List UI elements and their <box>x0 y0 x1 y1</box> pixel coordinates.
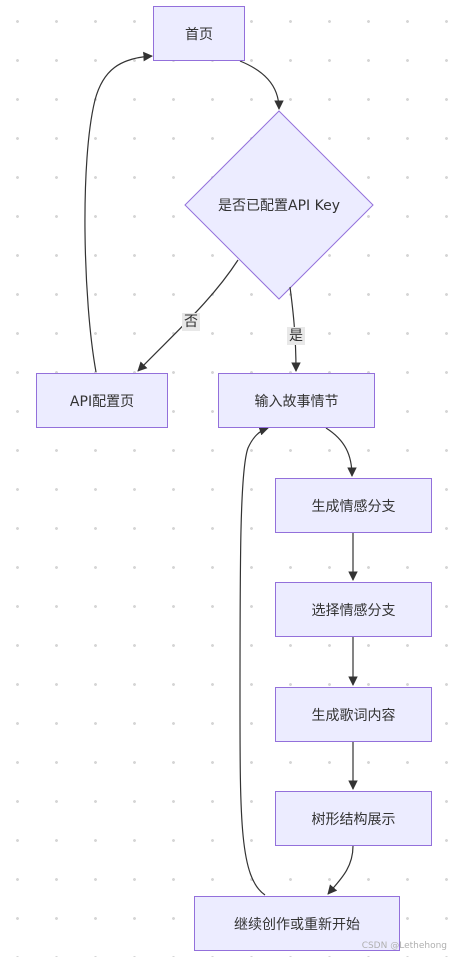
node-select-branch: 选择情感分支 <box>275 582 432 637</box>
decision-label: 是否已配置API Key <box>218 198 340 214</box>
node-home: 首页 <box>153 6 245 61</box>
edge-home-to-decision <box>239 60 284 110</box>
watermark: CSDN @Lethehong <box>361 941 447 951</box>
node-generate-branch: 生成情感分支 <box>275 478 432 533</box>
edge-decision-to-input <box>289 286 301 372</box>
node-input-story: 输入故事情节 <box>218 373 375 428</box>
node-api-config: API配置页 <box>36 373 168 428</box>
edge-tree-to-continue <box>327 845 354 895</box>
decision-diamond <box>184 110 374 300</box>
node-tree-view: 树形结构展示 <box>275 791 432 846</box>
node-generate-lyrics: 生成歌词内容 <box>275 687 432 742</box>
node-continue: 继续创作或重新开始 <box>194 896 400 951</box>
edge-label-no: 否 <box>182 313 200 331</box>
edge-continue-to-input <box>239 426 269 896</box>
edge-input-to-generate <box>325 427 357 477</box>
edge-api-config-to-home <box>84 51 153 373</box>
edge-label-yes: 是 <box>287 327 305 345</box>
